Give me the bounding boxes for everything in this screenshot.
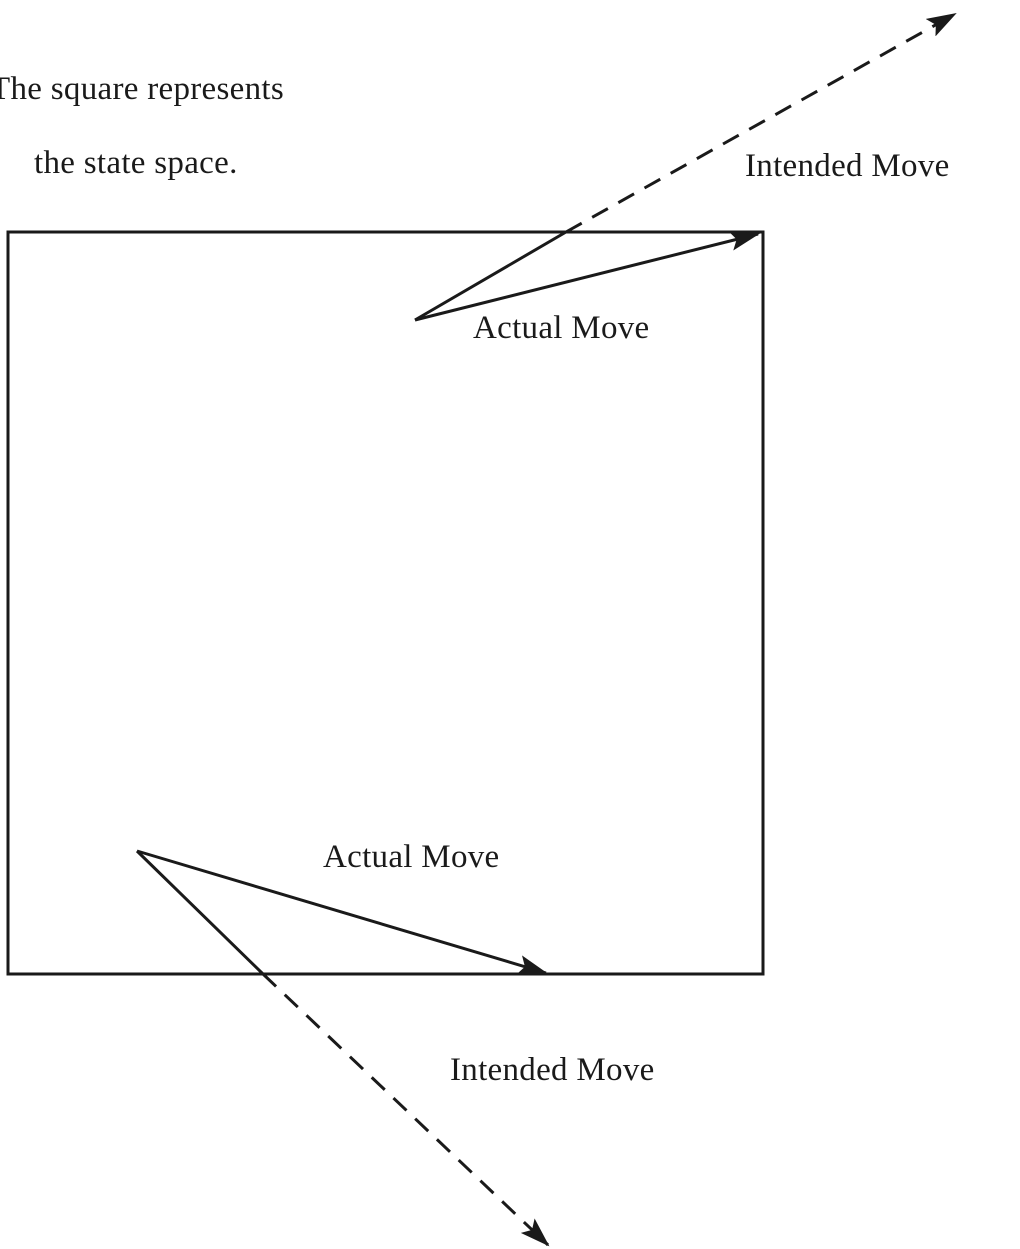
caption-line-1: The square represents bbox=[0, 71, 285, 107]
top-intended-move-solid bbox=[414, 230, 567, 322]
bottom-actual-move-label: Actual Move bbox=[323, 839, 500, 875]
top-intended-move-dashed bbox=[565, 12, 957, 234]
bottom-intended-move-solid bbox=[135, 849, 265, 976]
caption-line-2: the state space. bbox=[34, 145, 238, 181]
top-actual-move-arrow bbox=[414, 231, 760, 322]
bottom-intended-move-label: Intended Move bbox=[450, 1052, 655, 1088]
bottom-actual-move-arrow bbox=[136, 849, 548, 975]
top-actual-move-label: Actual Move bbox=[473, 310, 650, 346]
bottom-intended-move-dashed bbox=[261, 972, 550, 1247]
top-intended-move-label: Intended Move bbox=[745, 148, 950, 184]
state-space-square bbox=[6, 230, 765, 976]
